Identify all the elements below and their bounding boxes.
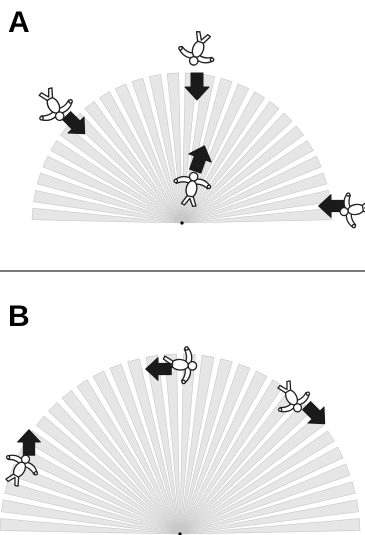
stripe: [181, 172, 328, 224]
stripe: [4, 481, 181, 535]
diving-person-icon: [339, 192, 365, 229]
stripe: [16, 446, 181, 535]
stripe: [181, 125, 305, 224]
stripe: [114, 83, 183, 224]
diving-person-icon: [178, 31, 215, 66]
stripe: [179, 463, 351, 535]
stripe: [181, 207, 333, 224]
stripe: [1, 499, 181, 535]
stripe: [179, 518, 361, 535]
stripe: [179, 358, 233, 535]
stripe: [59, 125, 183, 224]
stripe: [33, 189, 183, 224]
stripe: [164, 353, 181, 535]
stripe: [181, 140, 314, 224]
panel-label-b: B: [8, 300, 30, 333]
stripe: [179, 499, 359, 535]
stripe: [35, 415, 181, 535]
stripe: [166, 72, 183, 224]
stripe: [179, 355, 215, 535]
stripe: [181, 112, 293, 224]
stripe: [84, 100, 183, 224]
stripe: [31, 207, 183, 224]
panel-label-a: A: [8, 6, 30, 39]
stripe: [61, 389, 181, 535]
panel-b-diagram: [0, 346, 361, 535]
stripe: [148, 74, 183, 224]
stripe: [145, 355, 181, 535]
stripe: [181, 91, 265, 224]
panel-a: A: [8, 6, 365, 229]
panel-b: B: [0, 272, 365, 535]
stripe: [76, 379, 181, 535]
stripe: [181, 155, 322, 224]
stripe: [179, 370, 268, 535]
fan-center: [180, 221, 184, 225]
stripe: [179, 363, 251, 535]
stripe: [181, 100, 280, 224]
stripe: [0, 518, 181, 535]
radial-stripes: [0, 353, 361, 535]
stripe: [179, 379, 284, 535]
stripe: [131, 77, 183, 224]
stripe: [50, 140, 183, 224]
stripe: [48, 402, 181, 535]
diving-person-icon: [277, 380, 311, 413]
direction-arrow-icon: [62, 111, 86, 135]
stripe: [99, 91, 183, 224]
stripe: [36, 172, 183, 224]
stripe: [179, 430, 335, 535]
direction-arrow-icon: [302, 401, 326, 425]
stripe: [92, 370, 181, 535]
stripe: [179, 481, 356, 535]
stripe: [42, 155, 183, 224]
direction-arrow-icon: [17, 429, 41, 456]
stripe: [9, 463, 181, 535]
diving-person-icon: [173, 171, 212, 208]
stripe: [109, 363, 181, 535]
fan-center: [178, 532, 182, 535]
stripe: [179, 446, 344, 535]
direction-arrow-icon: [188, 145, 212, 174]
panel-a-diagram: [31, 31, 365, 229]
panel-divider: [0, 270, 365, 272]
diving-person-icon: [5, 454, 39, 487]
stripe: [127, 358, 181, 535]
stripe: [181, 83, 250, 224]
direction-arrow-icon: [184, 72, 210, 101]
direction-arrow-icon: [145, 357, 172, 381]
diving-person-icon: [38, 87, 73, 122]
